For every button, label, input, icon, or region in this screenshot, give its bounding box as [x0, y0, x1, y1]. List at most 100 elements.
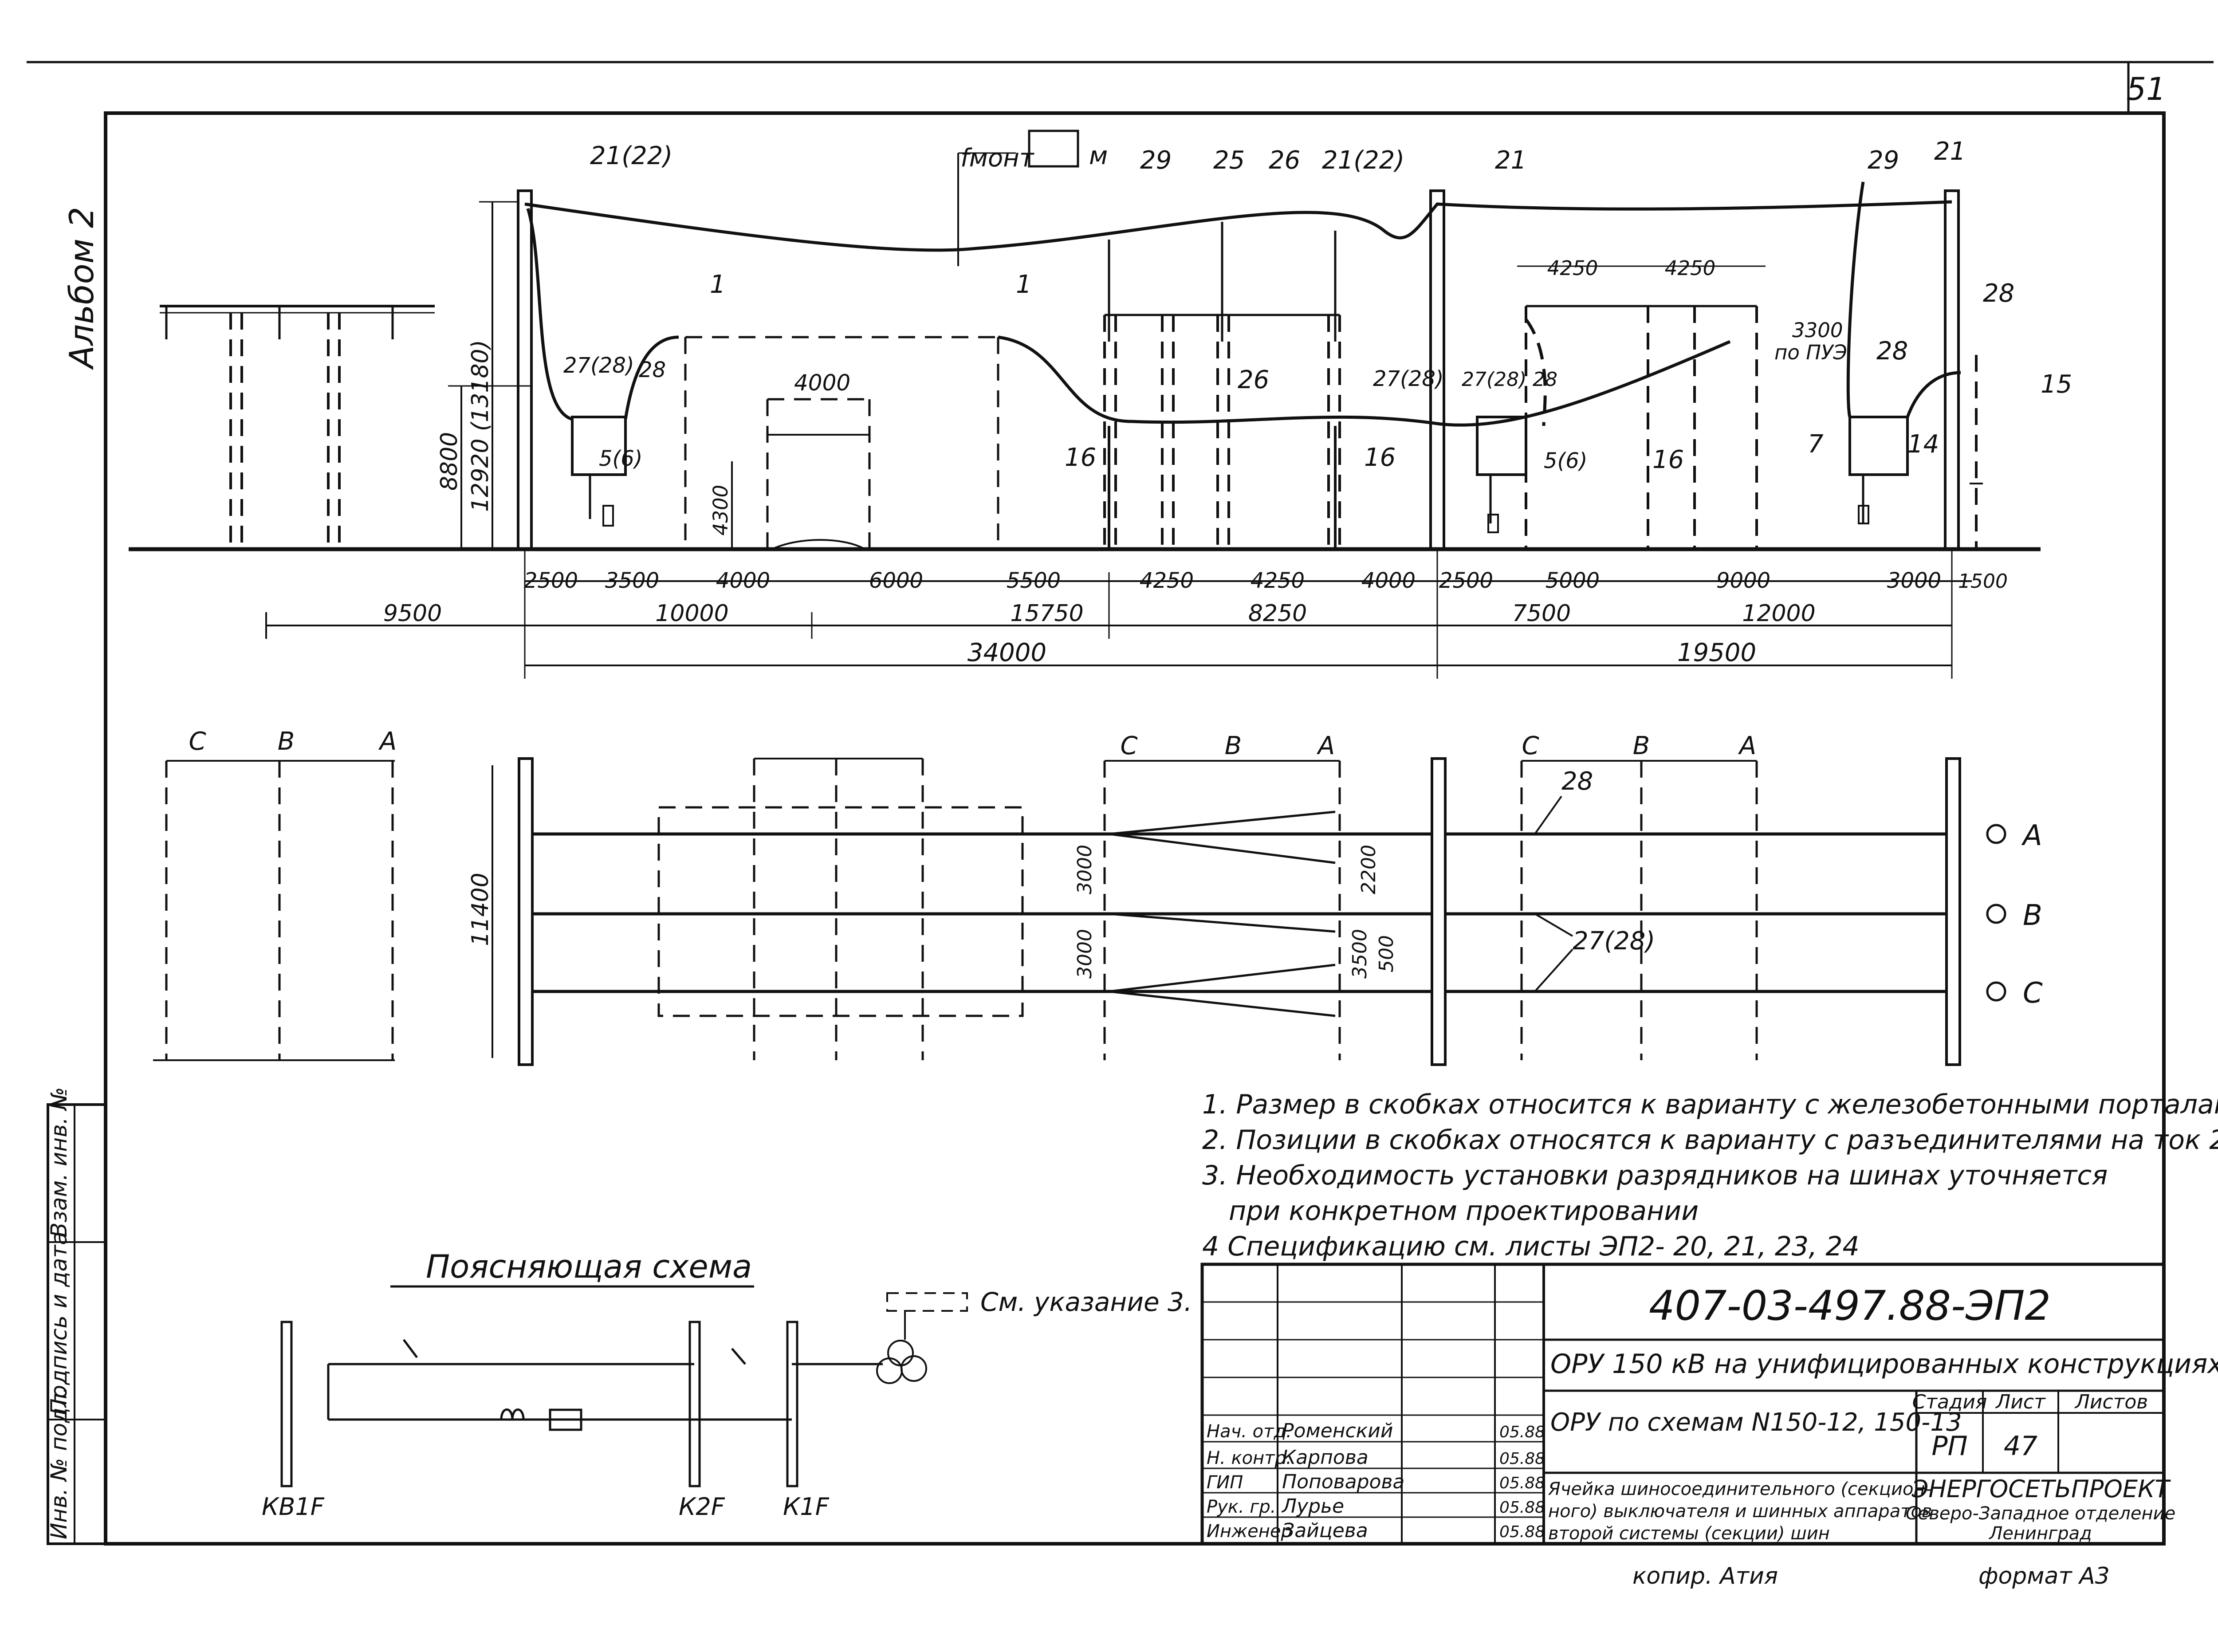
label-pue-value: 3300 — [1792, 319, 1843, 342]
dim-height-main: 12920 (13180) — [467, 340, 494, 512]
elev-callout-23: 28 — [1983, 279, 2014, 308]
org-name: ЭНЕРГОСЕТЬПРОЕКТ — [1911, 1475, 2171, 1503]
plan-phase-mid-b: В — [1225, 732, 1242, 760]
disconnector-group-1 — [526, 208, 679, 527]
staff-date: 05.88 — [1499, 1474, 1545, 1492]
elev-callout-25: 15 — [2041, 370, 2072, 399]
elev-callout-1: 21(22) — [590, 142, 672, 170]
sheet-number: 51 — [2126, 71, 2166, 107]
elev-callout-19: 27(28) — [1462, 368, 1526, 391]
plan-dim-3000-a: 3000 — [1074, 845, 1096, 894]
note-3: 3. Необходимость установки разрядников н… — [1202, 1160, 2108, 1191]
staff-date: 05.88 — [1499, 1499, 1545, 1517]
plan-phase-mid-c: С — [1120, 732, 1137, 760]
elev-callout-10: 1 — [1016, 270, 1032, 299]
dim-value: 3000 — [1887, 568, 1941, 593]
object-title: ОРУ 150 кВ на унифицированных конструкци… — [1550, 1349, 2218, 1380]
elev-callout-27: 14 — [1907, 430, 1939, 459]
elev-callout-4: 26 — [1269, 146, 1300, 175]
staff-date: 05.88 — [1499, 1423, 1545, 1441]
plan-dim-3500: 3500 — [1349, 929, 1371, 979]
note-4: 4 Спецификацию см. листы ЭП2- 20, 21, 23… — [1202, 1231, 1860, 1262]
plan-callout-28: 28 — [1561, 767, 1593, 796]
staff-row: Н. контр. Карпова 05.88 — [1207, 1446, 1545, 1469]
plan-mast-1 — [518, 757, 534, 1066]
staff-role: Н. контр. — [1207, 1448, 1292, 1468]
scheme-title: Поясняющая схема — [426, 1248, 752, 1285]
elev-callout-3: 25 — [1213, 146, 1245, 175]
elev-callout-15: 26 — [1238, 366, 1269, 394]
elev-callout-24: 28 — [1876, 337, 1908, 366]
lower-conductor — [998, 335, 1731, 427]
stamp-inv-original: Инв. № подл. — [46, 1386, 72, 1539]
elev-callout-17: 16 — [1364, 443, 1396, 472]
staff-name: Лурье — [1281, 1495, 1344, 1518]
elev-callout-7: 29 — [1868, 146, 1899, 175]
elev-callout-2: 29 — [1140, 146, 1172, 175]
staff-name: Зайцева — [1282, 1519, 1368, 1542]
sheet-title-2: ного) выключателя и шинных аппаратов — [1548, 1501, 1932, 1522]
elev-callout-8: 21 — [1934, 137, 1966, 166]
stamp-replacement-inv: Взам. инв. № — [46, 1087, 72, 1238]
staff-name: Поповарова — [1282, 1471, 1404, 1493]
elev-callout-13: 28 — [639, 358, 666, 382]
elev-callout-22: 16 — [1652, 445, 1684, 474]
staff-role: ГИП — [1207, 1472, 1243, 1493]
elev-callout-14: 5(6) — [599, 446, 643, 471]
dim-value: 5500 — [1007, 568, 1061, 593]
dim-value: 7500 — [1512, 600, 1571, 627]
side-stamp — [47, 1103, 107, 1545]
staff-name: Роменский — [1282, 1420, 1393, 1442]
plan-dim-2200: 2200 — [1357, 845, 1380, 894]
portal-mast-1 — [517, 189, 533, 551]
staff-role: Рук. гр. — [1207, 1497, 1276, 1517]
title-block: 407-03-497.88-ЭП2 ОРУ 150 кВ на унифицир… — [1200, 1263, 2218, 1546]
label-f-unit: м — [1089, 142, 1108, 170]
dim-height-small: 4300 — [709, 485, 732, 536]
label-pue-note: по ПУЭ — [1774, 341, 1847, 364]
dim-value: 1500 — [1958, 570, 2008, 593]
sheet-value: 47 — [2004, 1431, 2037, 1462]
note-2: 2. Позиции в скобках относятся к вариант… — [1202, 1125, 2218, 1156]
note-1: 1. Размер в скобках относится к варианту… — [1202, 1089, 2218, 1120]
dim-height-left: 8800 — [436, 432, 463, 491]
sheet-title-1: Ячейка шиносоединительного (секцион- — [1548, 1479, 1931, 1499]
format-note: формат А3 — [1978, 1563, 2110, 1589]
staff-date: 05.88 — [1499, 1450, 1545, 1468]
plan-dim-500: 500 — [1375, 935, 1398, 972]
dim-value: 6000 — [869, 568, 923, 593]
elev-callout-20: 28 — [1533, 368, 1557, 391]
staff-name: Карпова — [1282, 1446, 1369, 1469]
plan-phase-mid-a: А — [1317, 732, 1335, 760]
staff-row: ГИП Поповарова 05.88 — [1207, 1471, 1545, 1493]
staff-row: Нач. отд. Роменский 05.88 — [1207, 1420, 1545, 1442]
elev-callout-18: 27(28) — [1373, 366, 1444, 391]
disconnector-portal-mid — [1103, 222, 1341, 549]
plan-dim-3000-b: 3000 — [1074, 929, 1096, 979]
dim-value: 10000 — [655, 600, 728, 627]
org-branch: Северо-Западное отделение — [1906, 1503, 2175, 1524]
elev-callout-21: 5(6) — [1544, 448, 1588, 473]
dim-row-3: 34000 19500 — [967, 638, 1756, 667]
plan-dim-width: 11400 — [467, 873, 494, 946]
copy-note: копир. Атия — [1632, 1563, 1778, 1589]
dim-value: 9500 — [383, 600, 442, 627]
elevation-view: 12920 (13180) 8800 fмонт м — [129, 130, 2072, 679]
dim-value: 34000 — [967, 638, 1046, 667]
staff-role: Нач. отд. — [1207, 1421, 1292, 1442]
stage-head: Стадия — [1912, 1391, 1987, 1413]
stage-value: РП — [1931, 1431, 1967, 1462]
label-f-mount: fмонт — [960, 144, 1034, 173]
scheme-note: См. указание 3. — [980, 1287, 1192, 1317]
dim-value: 12000 — [1742, 600, 1815, 627]
album-label: Альбом 2 — [62, 207, 101, 370]
dim-value: 5000 — [1546, 568, 1600, 593]
phase-marker-c: С — [2023, 977, 2043, 1010]
dim-value: 2500 — [524, 568, 578, 593]
dim-value: 4000 — [1361, 568, 1416, 593]
org-city: Ленинград — [1988, 1523, 2092, 1544]
explanatory-scheme: Поясняющая схема См. указание 3. КВ1F К2… — [262, 1248, 1192, 1521]
general-notes: 1. Размер в скобках относится к варианту… — [1202, 1089, 2218, 1262]
plan-phase-right-b: В — [1633, 732, 1650, 760]
plan-phase-left-a: А — [378, 727, 397, 756]
